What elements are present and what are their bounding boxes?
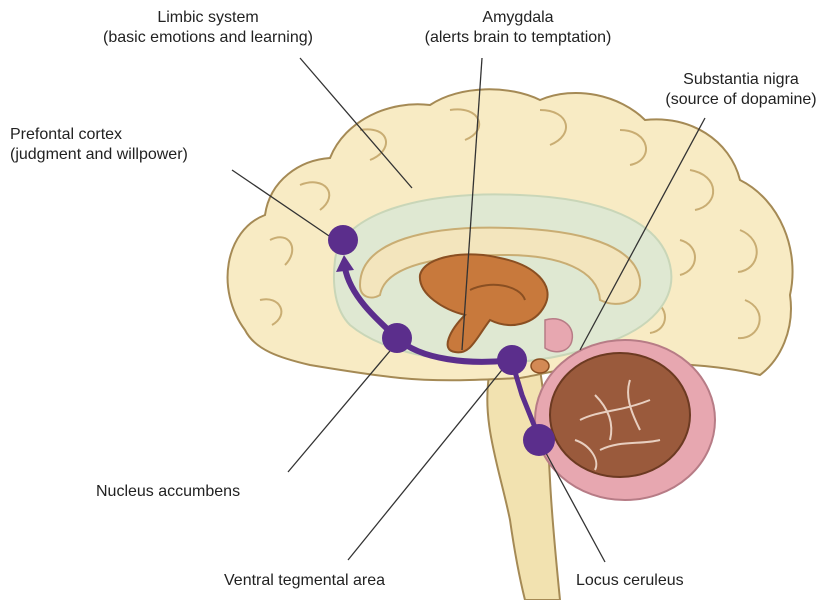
- label-amygdala: Amygdala (alerts brain to temptation): [388, 8, 648, 48]
- substantia-nigra-shape: [531, 359, 549, 373]
- label-prefrontal-cortex: Prefontal cortex (judgment and willpower…: [10, 125, 240, 165]
- label-ventral-tegmental-area: Ventral tegmental area: [224, 571, 434, 591]
- vta-name: Ventral tegmental area: [224, 571, 434, 591]
- substantia-name: Substantia nigra: [644, 70, 838, 90]
- label-limbic-system: Limbic system (basic emotions and learni…: [58, 8, 358, 48]
- cerebellum: [550, 353, 690, 477]
- node-prefrontal: [328, 225, 358, 255]
- substantia-desc: (source of dopamine): [644, 90, 838, 110]
- limbic-name: Limbic system: [58, 8, 358, 28]
- node-accumbens: [382, 323, 412, 353]
- locus-name: Locus ceruleus: [576, 571, 726, 591]
- label-locus-ceruleus: Locus ceruleus: [576, 571, 726, 591]
- label-substantia-nigra: Substantia nigra (source of dopamine): [644, 70, 838, 110]
- amygdala-desc: (alerts brain to temptation): [388, 28, 648, 48]
- node-locus: [523, 424, 555, 456]
- prefrontal-desc: (judgment and willpower): [10, 145, 240, 165]
- node-vta: [497, 345, 527, 375]
- accumbens-name: Nucleus accumbens: [96, 482, 296, 502]
- label-nucleus-accumbens: Nucleus accumbens: [96, 482, 296, 502]
- limbic-desc: (basic emotions and learning): [58, 28, 358, 48]
- prefrontal-name: Prefontal cortex: [10, 125, 240, 145]
- amygdala-name: Amygdala: [388, 8, 648, 28]
